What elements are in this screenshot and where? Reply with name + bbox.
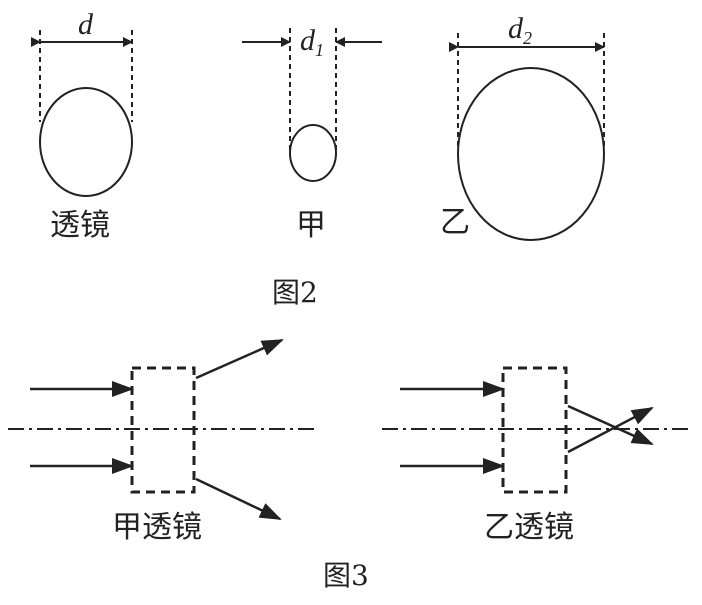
yi-label: 乙 [440, 205, 470, 240]
yi-refracted-ray-bottom [567, 406, 654, 454]
yi-lens-label: 乙透镜 [484, 510, 574, 545]
yi-refracted-ray-top [567, 404, 654, 446]
jia-lens-label: 甲透镜 [112, 510, 202, 545]
lens-dimension-label: d [78, 8, 94, 41]
jia-circle [289, 124, 337, 182]
lens-circle [39, 87, 133, 197]
yi-dimension-label-text: d2 [508, 12, 532, 48]
yi-circle [457, 67, 605, 241]
jia-lens-box [130, 366, 196, 494]
figure2-caption: 图2 [272, 276, 318, 309]
yi-group: d2 乙 [440, 12, 605, 241]
jia-dimension-symbol: d [300, 24, 316, 57]
figure3-caption: 图3 [323, 559, 369, 592]
yi-dimension-subscript: 2 [523, 28, 532, 48]
jia-refracted-ray-top [195, 338, 284, 380]
lens-group: d 透镜 [31, 8, 133, 243]
jia-refracted-ray-bottom [195, 477, 282, 521]
jia-dimension-subscript: 1 [315, 40, 324, 60]
yi-lens-box [501, 366, 568, 494]
yi-lens-setup: 乙透镜 [382, 366, 688, 545]
jia-label: 甲 [296, 208, 326, 243]
jia-lens-setup: 甲透镜 [8, 338, 318, 545]
lens-label: 透镜 [50, 208, 110, 243]
figure3: 甲透镜 乙透镜 图3 [8, 338, 688, 592]
figure2: d 透镜 d1 甲 d2 乙 [31, 8, 605, 309]
yi-dimension-symbol: d [508, 12, 524, 45]
jia-group: d1 甲 [242, 24, 382, 243]
jia-dimension-label-text: d1 [300, 24, 324, 60]
